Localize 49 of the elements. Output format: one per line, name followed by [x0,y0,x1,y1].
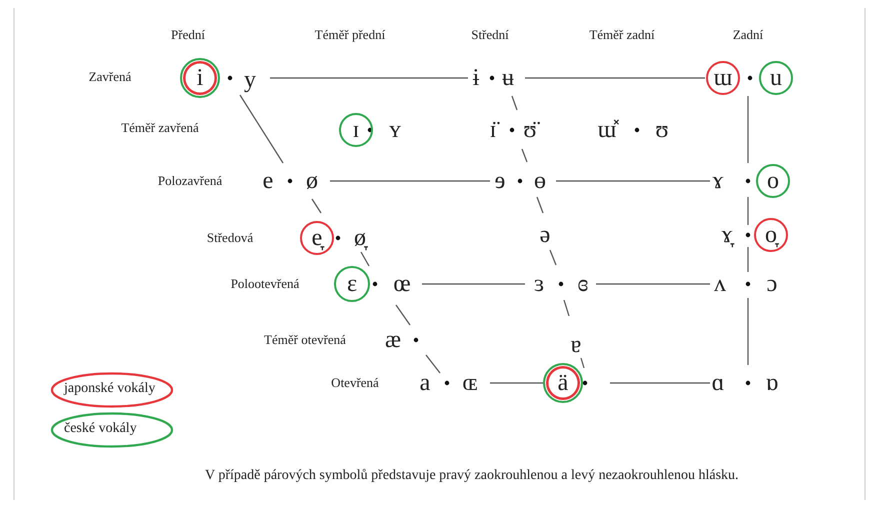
vowel-symbol: ɔ [766,272,778,296]
circled-vowel: ɪ [339,113,373,147]
column-heading: Střední [471,28,509,42]
vowel-symbol: ɤ̞ [722,223,732,247]
legend-text: japonské vokály [64,381,156,397]
row-heading: Otevřená [331,376,379,390]
circled-vowel: ä [543,363,583,403]
circled-vowel: o̞ [754,218,788,252]
circled-vowel: ɛ [334,266,370,302]
vowel-symbol: ø̞ [354,226,366,250]
vowel-symbol: ɨ [472,66,480,90]
vowel-symbol: ʌ [714,272,726,296]
row-heading: Téměř otevřená [264,332,346,348]
vowel-symbol: ɤ [712,169,724,193]
row-heading: Polozavřená [158,174,222,188]
vowel-symbol: ɒ [766,371,778,395]
row-heading: Polootevřená [230,276,300,292]
row-heading: Zavřená [88,70,132,84]
column-heading: Téměř zadní [589,28,655,42]
column-heading: Zadní [732,28,764,42]
row-heading: Středová [206,230,254,246]
circled-vowel: u [759,61,793,95]
vowel-symbol: a [420,371,430,395]
column-heading: Téměř přední [314,28,386,42]
vowel-symbol: ʉ [502,66,514,90]
vowel-symbol: ʏ [389,118,401,142]
vowel-symbol: ɵ [534,169,546,193]
vowel-symbol: ɐ [570,333,582,357]
circled-vowel: ɯ [706,61,740,95]
vowel-symbol: ə [540,223,550,247]
vowel-symbol: ɞ [578,272,588,296]
caption: V případě párových symbolů představuje pravý zaokrouhlenou a levý nezaokrouhlenou hlásku. [205,468,739,484]
vowel-symbol: y [244,68,256,92]
circled-vowel: e̞ [300,221,334,255]
row-heading: Téměř zavřená [121,120,199,136]
vowel-symbol: æ [385,328,401,352]
vowel-symbol: ø [306,169,318,193]
legend-text: české vokály [64,421,137,437]
circled-vowel: o [756,164,790,198]
column-heading: Přední [171,28,205,42]
circled-vowel: i [180,58,220,98]
vowel-symbol: ɶ [462,371,478,395]
vowel-symbol: ɜ [534,272,544,296]
vowel-symbol: ɑ [712,371,724,395]
vowel-symbol: e [262,169,274,193]
vowel-symbol: œ [393,272,411,296]
vowel-symbol: ʊ [655,118,669,142]
vowel-symbol: ɘ [494,169,506,193]
vowel-symbol: ɯ̽ [598,118,616,142]
